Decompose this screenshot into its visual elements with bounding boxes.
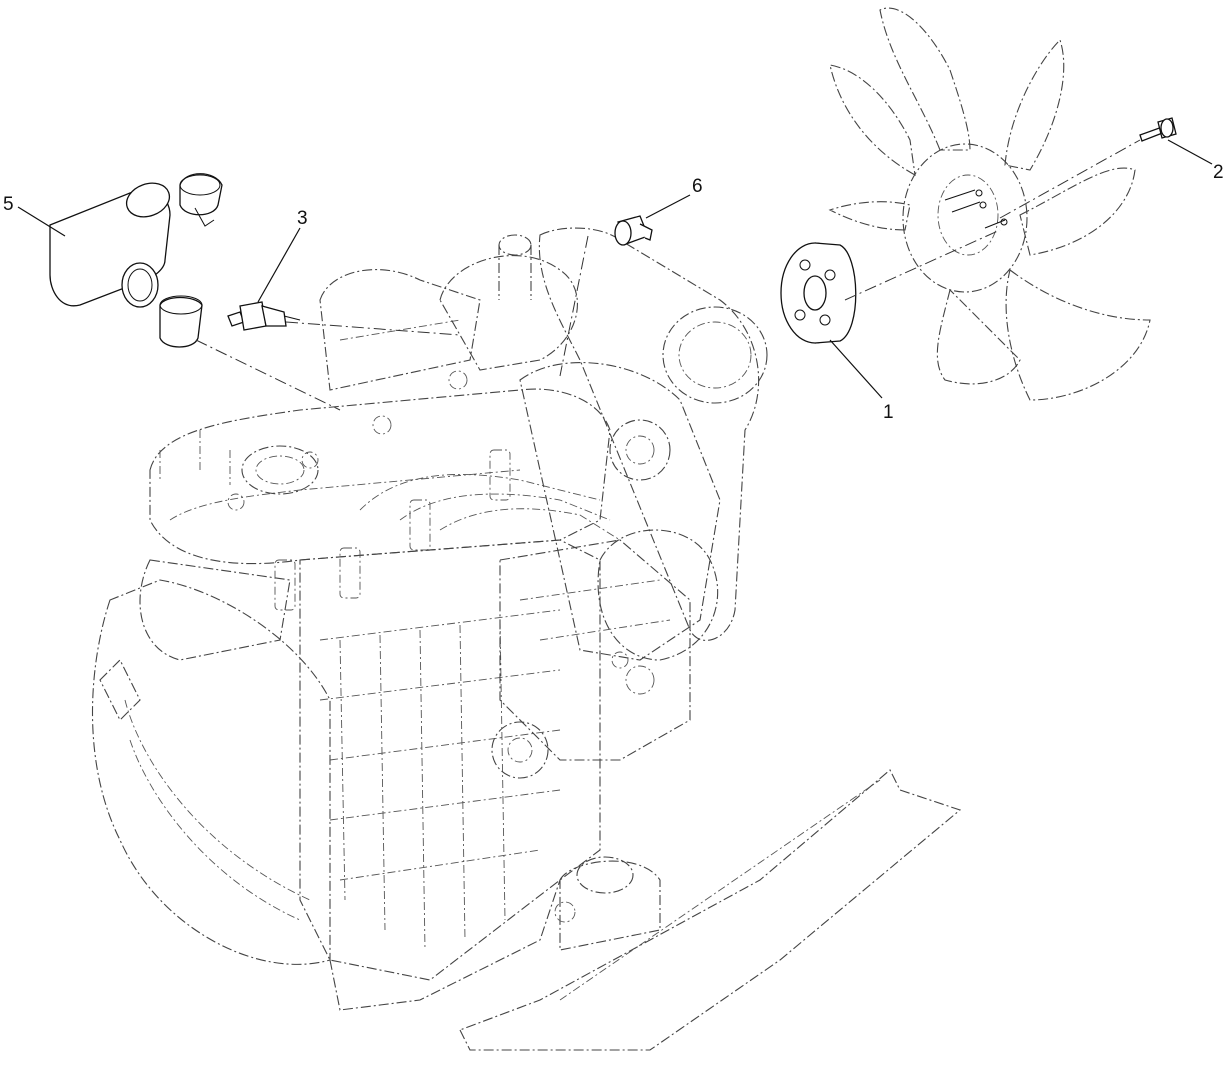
cooling-fan-ghost — [828, 7, 1151, 401]
leader-lines — [17, 139, 1213, 399]
temperature-sender-part — [227, 301, 301, 331]
hose-clamp-upper — [179, 173, 223, 227]
fan-spacer-part — [780, 242, 857, 344]
engine-block-ghost — [91, 227, 962, 1051]
callout-6: 6 — [692, 176, 703, 197]
callout-2: 2 — [1213, 162, 1224, 183]
pressure-switch-part — [614, 215, 653, 246]
hose-clamp-lower — [159, 295, 203, 348]
bolt-part — [1139, 117, 1177, 142]
coolant-hose-part — [49, 182, 171, 308]
callout-1: 1 — [883, 402, 894, 423]
callout-3: 3 — [297, 208, 308, 229]
callout-5: 5 — [3, 194, 14, 215]
explosion-lines — [195, 139, 1141, 411]
